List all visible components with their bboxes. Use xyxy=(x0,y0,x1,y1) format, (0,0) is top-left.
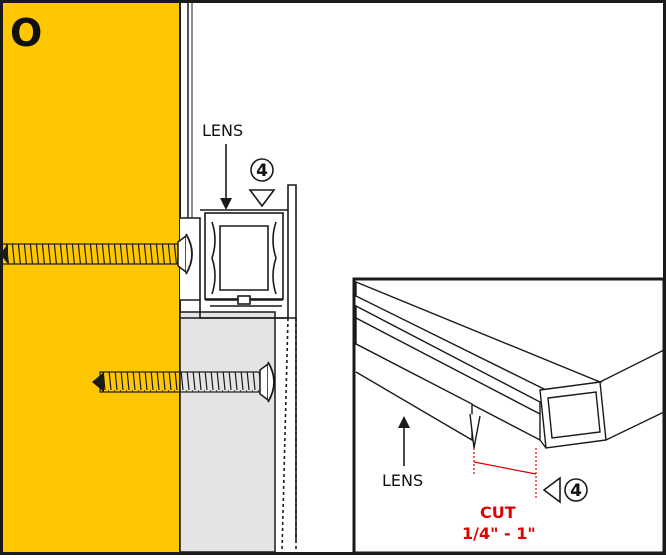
lens-label-inset: LENS xyxy=(382,471,423,490)
step-number-inset: 4 xyxy=(570,481,582,501)
lower-screw xyxy=(92,361,275,403)
cut-range: 1/4" - 1" xyxy=(462,524,536,543)
cut-length-line xyxy=(473,461,537,475)
lens-label-main: LENS xyxy=(202,121,243,140)
channel-profile xyxy=(180,184,297,553)
step-callout-main: 4 xyxy=(248,158,276,208)
detail-inset: LENS CUT 1/4" - 1" 4 xyxy=(352,277,666,555)
step-letter: O xyxy=(10,11,42,55)
cut-label: CUT xyxy=(480,503,516,522)
wall-stud xyxy=(3,3,180,552)
drywall-panel xyxy=(179,311,276,553)
inset-channel xyxy=(355,280,665,449)
upper-screw xyxy=(0,233,193,275)
step-number-main: 4 xyxy=(256,161,268,181)
